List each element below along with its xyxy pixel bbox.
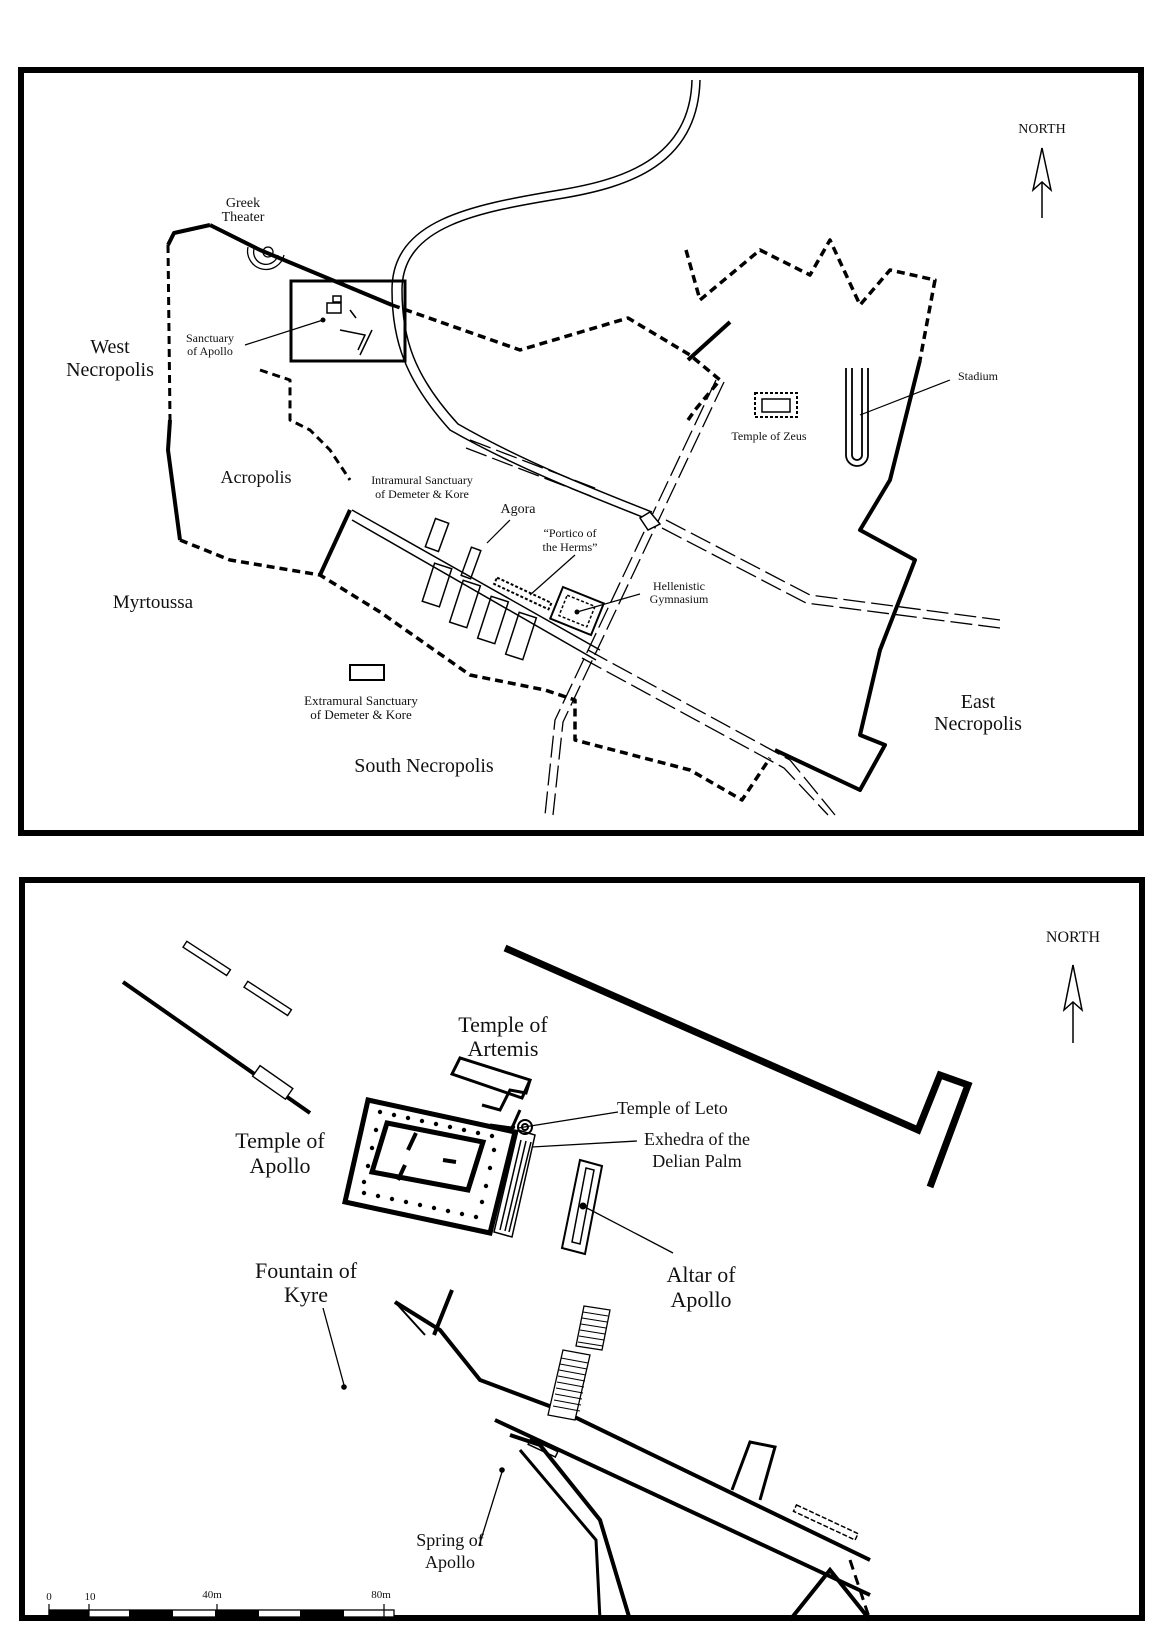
label-temple-artemis: Temple of: [458, 1012, 548, 1037]
sanctuary-inset-box: [289, 279, 407, 363]
label-spring-apollo: Apollo: [425, 1552, 475, 1572]
label-west-necropolis: West: [90, 336, 130, 358]
site-map-panel: NORTH Greek Theater Sanctuary of Apollo …: [18, 67, 1144, 836]
sanctuary-leader: [244, 319, 324, 346]
temple-of-artemis-plan: [449, 1056, 533, 1130]
label-gymnasium: Gymnasium: [650, 592, 709, 606]
scale-tick-40m: 40m: [202, 1589, 222, 1601]
label-sanctuary-apollo: of Apollo: [187, 344, 233, 358]
label-greek-theater: Greek: [226, 196, 260, 211]
label-intramural: of Demeter & Kore: [375, 487, 469, 501]
label-portico: “Portico of: [544, 526, 597, 540]
city-wall: [166, 223, 937, 802]
label-extramural: Extramural Sanctuary: [304, 693, 418, 708]
agora-buildings: [349, 517, 538, 681]
label-temple-leto: Temple of Leto: [617, 1098, 728, 1118]
temple-of-apollo-plan: [342, 1097, 536, 1238]
greek-theater: [246, 246, 285, 271]
label-extramural: of Demeter & Kore: [310, 707, 412, 722]
sanctuary-leaders: [322, 1111, 638, 1547]
scale-bar: 0 10 40m 80m: [46, 1589, 395, 1618]
label-altar-apollo: Apollo: [670, 1287, 731, 1312]
sanctuary-plan-frame: [19, 877, 1145, 1621]
label-temple-artemis: Artemis: [468, 1036, 539, 1061]
stadium-plan: [845, 368, 951, 467]
sanctuary-walls: [121, 944, 973, 1622]
north-label: NORTH: [1018, 122, 1065, 137]
label-east-necropolis: Necropolis: [934, 713, 1022, 735]
label-exhedra: Exhedra of the: [644, 1129, 750, 1149]
north-arrow-2: [1062, 964, 1084, 1043]
temple-of-zeus-plan: [754, 392, 798, 418]
gymnasium: [548, 585, 641, 637]
label-myrtoussa: Myrtoussa: [113, 592, 194, 613]
site-map-frame: [18, 67, 1144, 836]
north-arrow: [1031, 147, 1053, 218]
stair-blocks: [547, 1305, 611, 1421]
label-gymnasium: Hellenistic: [653, 579, 705, 593]
label-fountain-kyre: Fountain of: [255, 1258, 358, 1283]
agora-street: [351, 509, 601, 661]
label-temple-apollo: Apollo: [249, 1153, 310, 1178]
scale-tick-10: 10: [85, 1591, 97, 1603]
junction-marker: [638, 511, 662, 531]
secondary-roads: [465, 379, 1001, 816]
scale-tick-0: 0: [46, 1591, 52, 1603]
label-altar-apollo: Altar of: [666, 1262, 736, 1287]
main-road: [391, 79, 701, 521]
north-label-2: NORTH: [1046, 929, 1101, 946]
lower-wall-structures: [527, 1437, 860, 1541]
peristyle-columns: [361, 1109, 497, 1220]
label-south-necropolis: South Necropolis: [354, 755, 494, 777]
label-portico: the Herms”: [543, 540, 598, 554]
label-fountain-kyre: Kyre: [284, 1282, 328, 1307]
label-greek-theater: Theater: [222, 210, 265, 225]
label-temple-apollo: Temple of: [235, 1128, 325, 1153]
sanctuary-plan-panel: 0 10 40m 80m NORTH Temple of Artemis Tem…: [19, 877, 1145, 1622]
label-temple-zeus: Temple of Zeus: [731, 429, 806, 443]
label-west-necropolis: Necropolis: [66, 359, 154, 381]
label-spring-apollo: Spring of: [416, 1530, 484, 1550]
scale-tick-80m: 80m: [371, 1589, 391, 1601]
portico-herms: [492, 576, 553, 611]
sanctuary-mini-plan: [326, 295, 373, 356]
altar-of-apollo-plan: [560, 1158, 674, 1256]
label-intramural: Intramural Sanctuary: [371, 473, 473, 487]
stoa-fragments: [182, 940, 294, 1101]
label-exhedra: Delian Palm: [652, 1151, 741, 1171]
site-map-labels: NORTH Greek Theater Sanctuary of Apollo …: [66, 122, 1066, 777]
sanctuary-plan-labels: NORTH Temple of Artemis Temple of Leto E…: [235, 929, 1100, 1572]
label-agora: Agora: [501, 502, 537, 517]
label-stadium: Stadium: [958, 369, 999, 383]
label-sanctuary-apollo: Sanctuary: [186, 331, 234, 345]
label-acropolis: Acropolis: [221, 467, 292, 487]
label-east-necropolis: East: [961, 691, 996, 713]
